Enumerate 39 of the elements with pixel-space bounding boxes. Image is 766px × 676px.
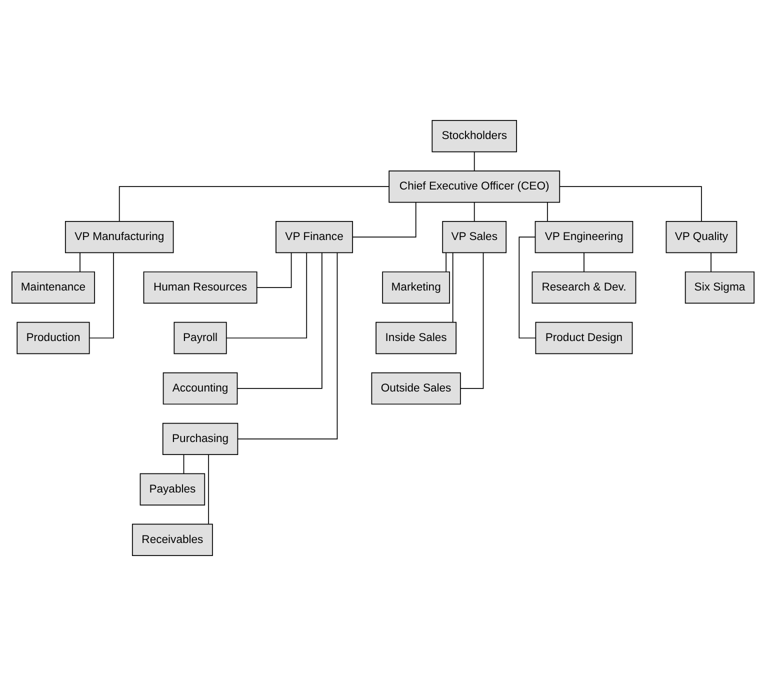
node-box: Chief Executive Officer (CEO) (388, 170, 560, 203)
connector (256, 252, 292, 288)
node-box: Payroll (174, 322, 227, 354)
node-box: Marketing (382, 271, 450, 304)
node-box: Human Resources (143, 271, 258, 304)
node-box: Product Design (535, 322, 633, 354)
node-box: Stockholders (432, 120, 517, 152)
connector (237, 252, 322, 389)
connector (460, 252, 484, 389)
node-box: Purchasing (162, 422, 238, 456)
node-box: VP Quality (666, 220, 738, 254)
connector (118, 186, 390, 222)
node-box: Production (16, 322, 90, 354)
connector (446, 252, 447, 272)
connector (518, 236, 536, 338)
connector (452, 252, 454, 322)
connector (547, 202, 548, 222)
node-box: Receivables (132, 524, 213, 556)
connector (352, 202, 416, 238)
connector (237, 252, 338, 440)
node-box: Outside Sales (371, 372, 461, 405)
node-box: VP Sales (442, 220, 507, 254)
node-box: VP Finance (276, 220, 353, 254)
node-box: Inside Sales (376, 322, 457, 354)
node-box: Payables (140, 473, 206, 506)
node-box: Six Sigma (684, 271, 755, 304)
node-box: Maintenance (11, 271, 95, 304)
node-box: VP Manufacturing (64, 220, 174, 254)
connector (559, 186, 702, 222)
node-box: Research & Dev. (532, 271, 636, 304)
connector (226, 252, 308, 338)
node-box: VP Engineering (534, 220, 634, 254)
connector (474, 151, 475, 172)
connector (183, 454, 184, 474)
connector (710, 252, 712, 272)
connector (89, 252, 114, 338)
connector (208, 454, 209, 524)
connector (474, 202, 475, 222)
node-box: Accounting (162, 372, 238, 405)
